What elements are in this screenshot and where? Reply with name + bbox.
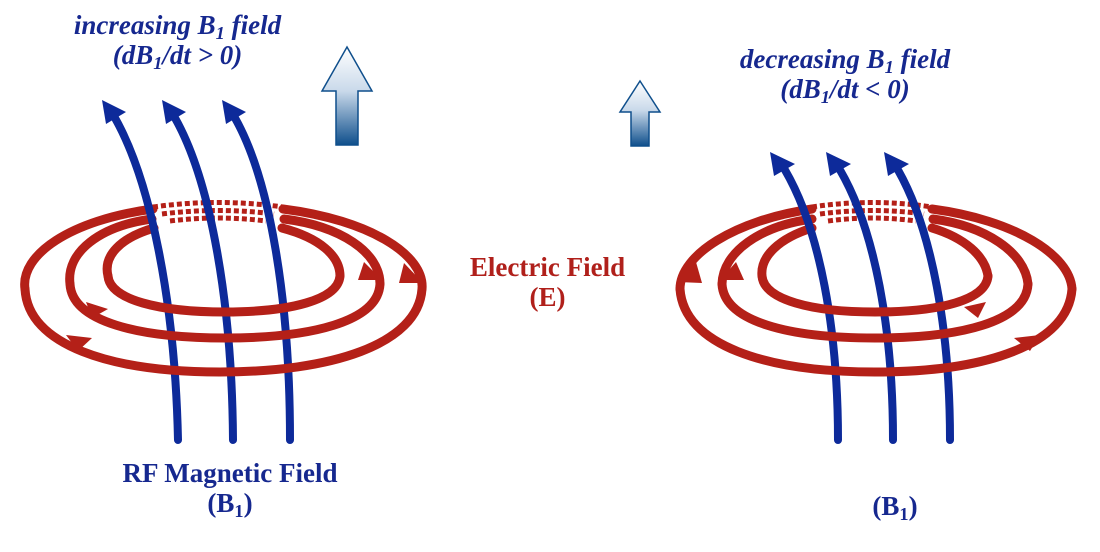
- right-e-arrowhead-middle-left: [720, 262, 744, 280]
- rf-magnetic-field-caption: RF Magnetic Field: [122, 458, 338, 488]
- right-loop-hidden-segment: [811, 200, 933, 224]
- left-electric-loops-front: [20, 271, 427, 377]
- right-electric-loops-back: [675, 204, 1077, 294]
- right-b1-symbol-pre: (B: [872, 491, 900, 521]
- right-state-expr-subscript: 1: [820, 87, 830, 108]
- right-e-arrowhead-inner-right: [964, 302, 986, 318]
- electric-field-label: Electric Field (E): [445, 252, 650, 312]
- center-up-arrow-icon: [618, 79, 662, 147]
- left-state-title-suffix: field: [231, 10, 282, 40]
- right-b-arrowhead-1: [770, 152, 795, 176]
- left-state-expr-subscript: 1: [153, 53, 163, 74]
- right-b1-label: (B1): [835, 491, 955, 525]
- left-state-expr-post: /dt > 0): [162, 40, 243, 71]
- left-b-arrowhead-1: [102, 100, 126, 124]
- right-b1-symbol-post: ): [908, 491, 918, 521]
- left-magnetic-arrowheads: [102, 100, 246, 124]
- left-b1-symbol-subscript: 1: [234, 501, 244, 522]
- right-state-title: decreasing B1 field (dB1/dt < 0): [700, 44, 990, 108]
- rf-magnetic-field-label: RF Magnetic Field (B1): [95, 458, 365, 522]
- left-b-arrowhead-3: [222, 100, 246, 124]
- left-state-title-subscript: 1: [215, 23, 225, 44]
- right-magnetic-field-lines: [781, 166, 954, 444]
- right-state-expr-pre: (dB: [780, 74, 821, 105]
- left-e-arrowhead-outer-left: [66, 335, 92, 351]
- right-field-diagram: [675, 152, 1077, 444]
- left-state-title-text: increasing B: [73, 10, 216, 40]
- right-state-expr-post: /dt < 0): [829, 74, 910, 105]
- left-state-expr-pre: (dB: [112, 40, 154, 71]
- left-b-arrowhead-2: [162, 100, 186, 124]
- right-b-arrowhead-2: [826, 152, 851, 176]
- right-state-title-subscript: 1: [884, 57, 894, 78]
- right-electric-arrowheads: [678, 262, 1040, 351]
- left-b1-symbol-post: ): [243, 488, 253, 519]
- electric-field-symbol: (E): [529, 282, 566, 313]
- right-magnetic-arrowheads: [770, 152, 909, 176]
- right-state-title-suffix: field: [900, 44, 951, 74]
- left-electric-loops-back: [20, 204, 427, 294]
- left-increase-arrow-icon: [320, 45, 374, 146]
- left-e-arrowhead-middle-left: [86, 302, 108, 318]
- right-electric-loops-front: [675, 271, 1077, 377]
- left-b1-symbol-pre: (B: [207, 488, 235, 519]
- right-e-arrowhead-outer-left: [678, 262, 702, 283]
- electric-field-caption: Electric Field: [469, 252, 626, 282]
- right-state-title-text: decreasing B: [739, 44, 885, 74]
- left-field-diagram: [20, 100, 427, 444]
- right-e-arrowhead-outer-right: [1014, 335, 1040, 351]
- right-b-arrowhead-3: [884, 152, 909, 176]
- left-magnetic-field-lines: [111, 114, 294, 444]
- left-state-title: increasing B1 field (dB1/dt > 0): [40, 10, 315, 74]
- left-e-arrowhead-outer-right: [399, 263, 423, 283]
- left-e-arrowhead-middle-right: [358, 262, 382, 280]
- left-electric-arrowheads: [66, 262, 423, 351]
- right-b1-symbol-subscript: 1: [899, 504, 909, 525]
